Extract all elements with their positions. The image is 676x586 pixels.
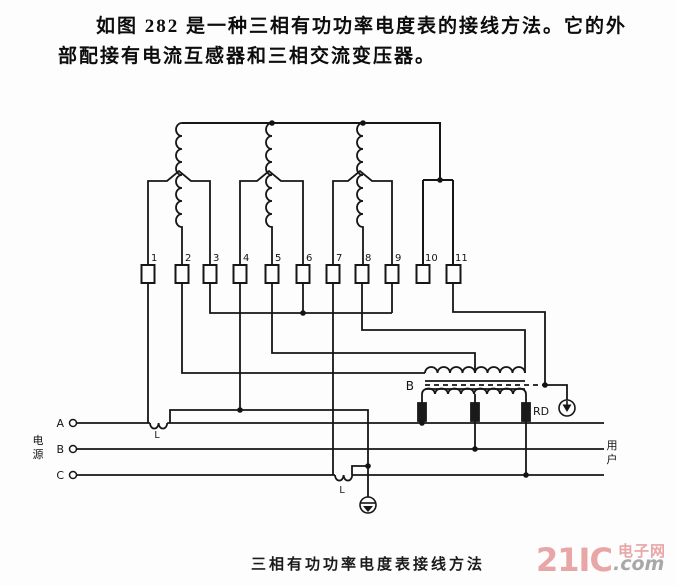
terminal-box-5	[264, 264, 280, 284]
terminal-box-6	[295, 264, 311, 284]
watermark-com: .com	[613, 553, 665, 575]
ground-symbols	[359, 399, 576, 514]
intro-line-2: 部配接有电流互感器和三相交流变压器。	[58, 46, 437, 67]
meter-element-3	[332, 122, 393, 265]
current-coil-3	[332, 169, 393, 265]
terminal-box-1	[140, 264, 156, 284]
terminal-box-7	[325, 264, 341, 284]
source-terminal-a	[68, 418, 78, 428]
fuse-label: RD	[533, 405, 549, 418]
load-label-char2: 户	[607, 452, 618, 466]
primary-winding	[424, 366, 526, 374]
junction-dot	[523, 472, 529, 478]
wire-t8-primary-right	[361, 283, 526, 373]
core-ground-icon	[558, 399, 576, 417]
terminal-label-10: 10	[425, 253, 438, 264]
transformer-label: B	[406, 379, 414, 393]
phase-c-label: C	[56, 469, 64, 482]
fuse-phaseB	[470, 402, 480, 422]
junction-dot	[300, 310, 306, 316]
earth-ground-arrow-icon	[363, 506, 373, 512]
voltage-coil-1	[175, 122, 183, 265]
ct-c-loops	[334, 474, 354, 482]
terminal-label-7: 7	[336, 253, 342, 264]
watermark-cn: 电子网	[618, 542, 667, 560]
source-label-char1: 电	[33, 434, 44, 447]
junction-dot	[437, 177, 443, 183]
voltage-coil-2	[265, 122, 273, 265]
junction-dot	[472, 446, 478, 452]
phase-a-label: A	[56, 417, 64, 430]
junction-dot	[237, 407, 243, 413]
terminal-label-6: 6	[306, 253, 312, 264]
top-bus	[182, 122, 454, 265]
terminal-label-4: 4	[243, 253, 249, 264]
ct-a-loops	[149, 422, 169, 430]
terminal-box-4	[232, 264, 248, 284]
junction-dots	[237, 120, 548, 478]
transformer	[417, 366, 545, 475]
ct-a-label: L	[154, 430, 160, 441]
terminal-label-2: 2	[185, 253, 191, 264]
secondary-winding	[421, 387, 527, 395]
terminal-label-5: 5	[275, 253, 281, 264]
intro-paragraph: 如图 282 是一种三相有功功率电度表的接线方法。它的外 部配接有电流互感器和三…	[58, 12, 633, 72]
terminal-box-10	[415, 264, 431, 284]
terminal-wiring	[147, 283, 568, 475]
terminal-label-1: 1	[151, 253, 157, 264]
wire-t11-core	[452, 283, 546, 385]
terminal-label-8: 8	[365, 253, 371, 264]
intro-line-1: 如图 282 是一种三相有功功率电度表的接线方法。它的外	[96, 16, 628, 37]
terminal-box-2	[174, 264, 190, 284]
terminal-box-11	[445, 264, 462, 284]
watermark: 21IC 电子网 .com	[536, 540, 676, 586]
terminal-label-3: 3	[213, 253, 219, 264]
terminal-box-8	[354, 264, 370, 284]
load-label-char1: 用	[607, 439, 618, 452]
watermark-21ic: 21IC	[536, 541, 613, 579]
bus-line	[182, 122, 441, 180]
wire-core-ground	[545, 384, 568, 400]
wire-t3-t9	[209, 283, 393, 314]
terminal-strip	[140, 264, 462, 284]
terminal-numbers: 1 2 3 4 5 6 7 8 9 10 11	[151, 253, 468, 264]
ct-a-secondary-and-ground	[169, 409, 369, 497]
junction-dot	[419, 420, 425, 426]
core-ground-arrow-icon	[562, 404, 572, 412]
figure-caption: 三相有功功率电度表接线方法	[250, 557, 485, 573]
junction-dot	[542, 382, 548, 388]
terminal-box-9	[384, 264, 400, 284]
terminal-box-3	[202, 264, 218, 284]
fuse-phaseA	[417, 402, 427, 422]
wire-t5-primary-mid	[271, 283, 476, 373]
wire-t2-primary-left	[181, 283, 425, 374]
current-coil-1	[147, 169, 211, 265]
diagram-labels: A B C 电 源 用 户 L L B RD	[33, 379, 618, 496]
meter-element-1	[147, 122, 211, 265]
meter-element-2	[239, 122, 304, 265]
terminal-label-9: 9	[395, 253, 401, 264]
earth-ground-icon	[359, 496, 377, 514]
junction-dot	[365, 463, 371, 469]
source-terminal-c	[68, 470, 78, 480]
terminal-label-11: 11	[455, 253, 468, 264]
ct-c-secondary	[351, 465, 368, 475]
voltage-coil-3	[356, 122, 364, 265]
junction-dot	[269, 120, 275, 126]
source-terminal-b	[68, 444, 78, 454]
source-label-char2: 源	[33, 447, 44, 461]
current-coil-2	[239, 169, 304, 265]
phase-lines	[68, 409, 604, 497]
phase-b-label: B	[56, 443, 64, 456]
ct-c-label: L	[339, 485, 345, 496]
junction-dot	[360, 120, 366, 126]
fuse-phaseC	[521, 402, 531, 422]
